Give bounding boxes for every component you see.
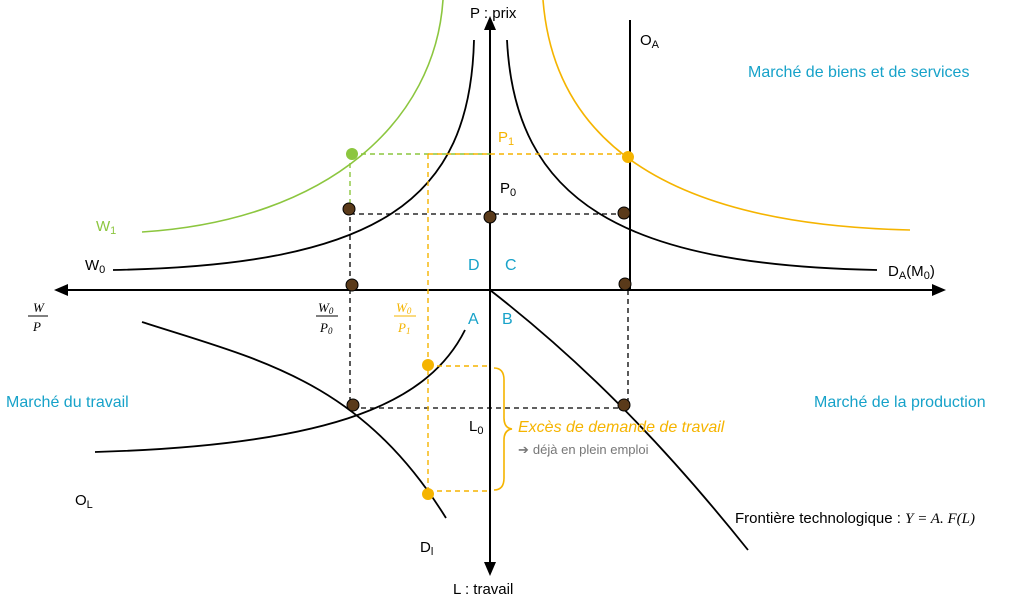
equilibrium-point bbox=[617, 206, 631, 220]
excess-demand-annotation: Excès de demande de travail bbox=[518, 419, 725, 436]
quadrant-d-label: D bbox=[468, 257, 480, 274]
up-arrow-icon bbox=[484, 16, 496, 30]
labour-demand-point bbox=[422, 488, 434, 500]
w0-p1-numerator: W0 bbox=[396, 300, 412, 316]
frontier-label: Frontière technologique : Y = A. F(L) bbox=[735, 510, 975, 527]
w0p0-point bbox=[345, 278, 359, 292]
goods-market-title: Marché de biens et de services bbox=[748, 64, 969, 81]
da-m0-curve bbox=[506, 39, 878, 271]
ol-curve bbox=[94, 329, 466, 453]
p0-point bbox=[483, 210, 497, 224]
down-arrow-icon bbox=[484, 562, 496, 576]
production-point bbox=[617, 398, 631, 412]
left-arrow-icon bbox=[54, 284, 68, 296]
full-employment-note: ➔déjà en plein emploi bbox=[518, 442, 649, 457]
oa-label: OA bbox=[640, 32, 660, 51]
quadrant-b-label: B bbox=[502, 311, 513, 328]
w0-curve bbox=[112, 39, 475, 271]
w0-p0-denominator: P0 bbox=[319, 320, 333, 336]
real-wage-numerator: W bbox=[33, 300, 45, 315]
p1-point bbox=[622, 151, 634, 163]
quadrant-a-label: A bbox=[468, 311, 479, 328]
y0-point bbox=[618, 277, 632, 291]
w0-p1-denominator: P1 bbox=[397, 320, 410, 336]
labour-equilibrium-point bbox=[346, 398, 360, 412]
ol-label: OL bbox=[75, 492, 93, 511]
labour-market-title: Marché du travail bbox=[6, 394, 129, 411]
w1-curve bbox=[141, 0, 444, 233]
labour-axis-label: L : travail bbox=[453, 581, 513, 598]
real-wage-denominator: P bbox=[32, 319, 41, 334]
production-market-title: Marché de la production bbox=[814, 394, 986, 411]
price-axis-label: P : prix bbox=[470, 5, 517, 22]
w0-curve-point bbox=[342, 202, 356, 216]
demand-curve-p1 bbox=[542, 0, 911, 231]
dl-label: Dl bbox=[420, 539, 433, 558]
da-m0-label: DA(M0) bbox=[888, 263, 935, 282]
w1-label: W1 bbox=[96, 218, 116, 237]
l0-label: L0 bbox=[469, 418, 483, 437]
w1-point bbox=[346, 148, 358, 160]
quadrant-c-label: C bbox=[505, 257, 517, 274]
arrow-right-icon: ➔ bbox=[518, 442, 529, 457]
labour-supply-point bbox=[422, 359, 434, 371]
dl-curve bbox=[141, 321, 447, 519]
w0-label: W0 bbox=[85, 257, 105, 276]
p1-label: P1 bbox=[498, 129, 514, 148]
right-arrow-icon bbox=[932, 284, 946, 296]
w0-p0-numerator: W0 bbox=[318, 300, 334, 316]
excess-brace bbox=[493, 367, 513, 491]
p0-label: P0 bbox=[500, 180, 516, 199]
